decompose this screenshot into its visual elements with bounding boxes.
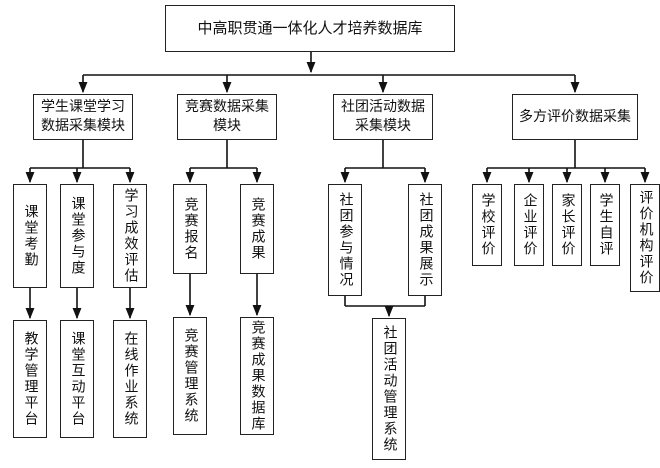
sub-learning-outcome-box: 学习成效评估	[113, 184, 147, 288]
sub-parent-eval-box: 家长评价	[552, 184, 582, 266]
module-club-box: 社团活动数据采集模块	[333, 94, 433, 140]
platform-competition-db-box: 竞赛成果数据库	[240, 317, 274, 435]
sub-club-showcase-box: 社团成果展示	[408, 184, 442, 296]
module-classroom-box: 学生课堂学习数据采集模块	[33, 94, 133, 140]
platform-competition-mgmt-box: 竞赛管理系统	[173, 317, 207, 435]
platform-teaching-mgmt-box: 教学管理平台	[13, 320, 47, 438]
root-box: 中高职贯通一体化人才培养数据库	[165, 5, 455, 52]
module-evaluation-box: 多方评价数据采集	[512, 94, 638, 140]
sub-competition-result-box: 竞赛成果	[240, 184, 274, 274]
sub-club-participation-box: 社团参与情况	[328, 184, 362, 296]
platform-online-homework-box: 在线作业系统	[113, 320, 147, 438]
sub-attendance-box: 课堂考勤	[13, 184, 47, 288]
platform-class-interaction-box: 课堂互动平台	[60, 320, 94, 438]
module-competition-box: 竞赛数据采集模块	[177, 94, 277, 140]
platform-club-mgmt-box: 社团活动管理系统	[372, 318, 406, 460]
sub-agency-eval-box: 评价机构评价	[630, 184, 660, 292]
sub-participation-box: 课堂参与度	[60, 184, 94, 288]
sub-enterprise-eval-box: 企业评价	[514, 184, 544, 266]
sub-competition-signup-box: 竞赛报名	[173, 184, 207, 274]
sub-school-eval-box: 学校评价	[472, 184, 502, 266]
sub-student-self-eval-box: 学生自评	[590, 184, 620, 266]
